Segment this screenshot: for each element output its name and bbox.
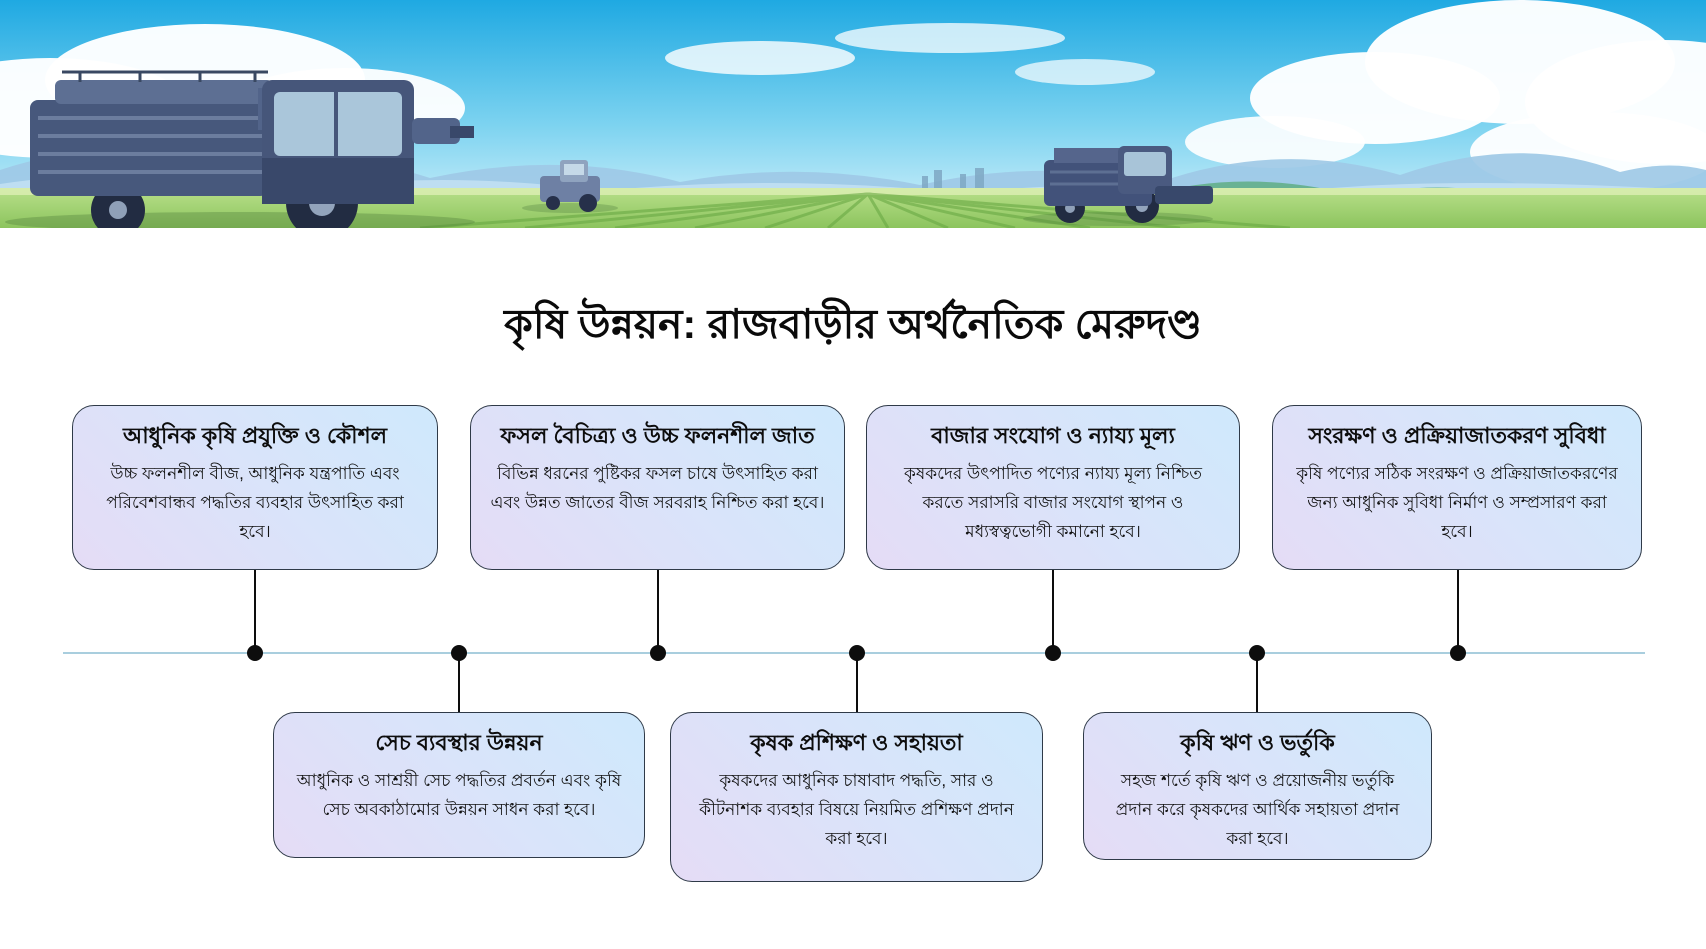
card-title: সংরক্ষণ ও প্রক্রিয়াজাতকরণ সুবিধা <box>1308 423 1606 448</box>
farm-scene-illustration <box>0 0 1706 228</box>
card-description: উচ্চ ফলনশীল বীজ, আধুনিক যন্ত্রপাতি এবং প… <box>106 463 404 541</box>
timeline-dot <box>1045 645 1061 661</box>
card-title: আধুনিক কৃষি প্রযুক্তি ও কৌশল <box>122 423 388 448</box>
timeline-dot <box>247 645 263 661</box>
timeline-dot <box>849 645 865 661</box>
page-title: কৃষি উন্নয়ন: রাজবাড়ীর অর্থনৈতিক মেরুদণ… <box>504 301 1202 347</box>
connector-line <box>1256 653 1258 712</box>
card-description: কৃষকদের উৎপাদিত পণ্যের ন্যায্য মূল্য নিশ… <box>903 463 1203 541</box>
card-market-linkage: বাজার সংযোগ ও ন্যায্য মূল্য কৃষকদের উৎপা… <box>866 405 1240 570</box>
card-description: বিভিন্ন ধরনের পুষ্টিকর ফসল চাষে উৎসাহিত … <box>490 463 825 512</box>
harvester-left-illustration <box>5 70 475 228</box>
card-description: কৃষি পণ্যের সঠিক সংরক্ষণ ও প্রক্রিয়াজাত… <box>1296 463 1618 541</box>
card-title: সেচ ব্যবস্থার উন্নয়ন <box>375 730 543 755</box>
card-irrigation-development: সেচ ব্যবস্থার উন্নয়ন আধুনিক ও সাশ্রয়ী … <box>273 712 645 858</box>
field-horizon-band <box>0 188 1706 195</box>
card-title: বাজার সংযোগ ও ন্যায্য মূল্য <box>931 423 1175 448</box>
card-description: আধুনিক ও সাশ্রয়ী সেচ পদ্ধতির প্রবর্তন এ… <box>296 770 622 819</box>
harvester-right-illustration <box>1023 146 1213 226</box>
connector-line <box>856 653 858 712</box>
connector-line <box>458 653 460 712</box>
crop-rows <box>419 192 1291 228</box>
timeline-dot <box>451 645 467 661</box>
distant-buildings <box>922 168 984 190</box>
banner-illustration <box>0 0 1706 228</box>
card-farmer-training: কৃষক প্রশিক্ষণ ও সহায়তা কৃষকদের আধুনিক … <box>670 712 1043 882</box>
harvester-center-illustration <box>522 160 618 213</box>
card-crop-diversity: ফসল বৈচিত্র্য ও উচ্চ ফলনশীল জাত বিভিন্ন … <box>470 405 845 570</box>
card-agri-credit-subsidy: কৃষি ঋণ ও ভর্তুকি সহজ শর্তে কৃষি ঋণ ও প্… <box>1083 712 1432 860</box>
connector-line <box>1052 569 1054 653</box>
card-title: কৃষক প্রশিক্ষণ ও সহায়তা <box>750 730 963 755</box>
connector-line <box>254 569 256 653</box>
card-description: কৃষকদের আধুনিক চাষাবাদ পদ্ধতি, সার ও কীট… <box>699 770 1014 848</box>
card-description: সহজ শর্তে কৃষি ঋণ ও প্রয়োজনীয় ভর্তুকি … <box>1115 770 1400 848</box>
timeline-dot <box>1450 645 1466 661</box>
timeline-dot <box>650 645 666 661</box>
connector-line <box>657 569 659 653</box>
timeline-dot <box>1249 645 1265 661</box>
connector-line <box>1457 569 1459 653</box>
card-title: কৃষি ঋণ ও ভর্তুকি <box>1180 730 1335 755</box>
card-modern-agri-technology: আধুনিক কৃষি প্রযুক্তি ও কৌশল উচ্চ ফলনশীল… <box>72 405 438 570</box>
card-storage-processing: সংরক্ষণ ও প্রক্রিয়াজাতকরণ সুবিধা কৃষি প… <box>1272 405 1642 570</box>
card-title: ফসল বৈচিত্র্য ও উচ্চ ফলনশীল জাত <box>500 423 815 448</box>
